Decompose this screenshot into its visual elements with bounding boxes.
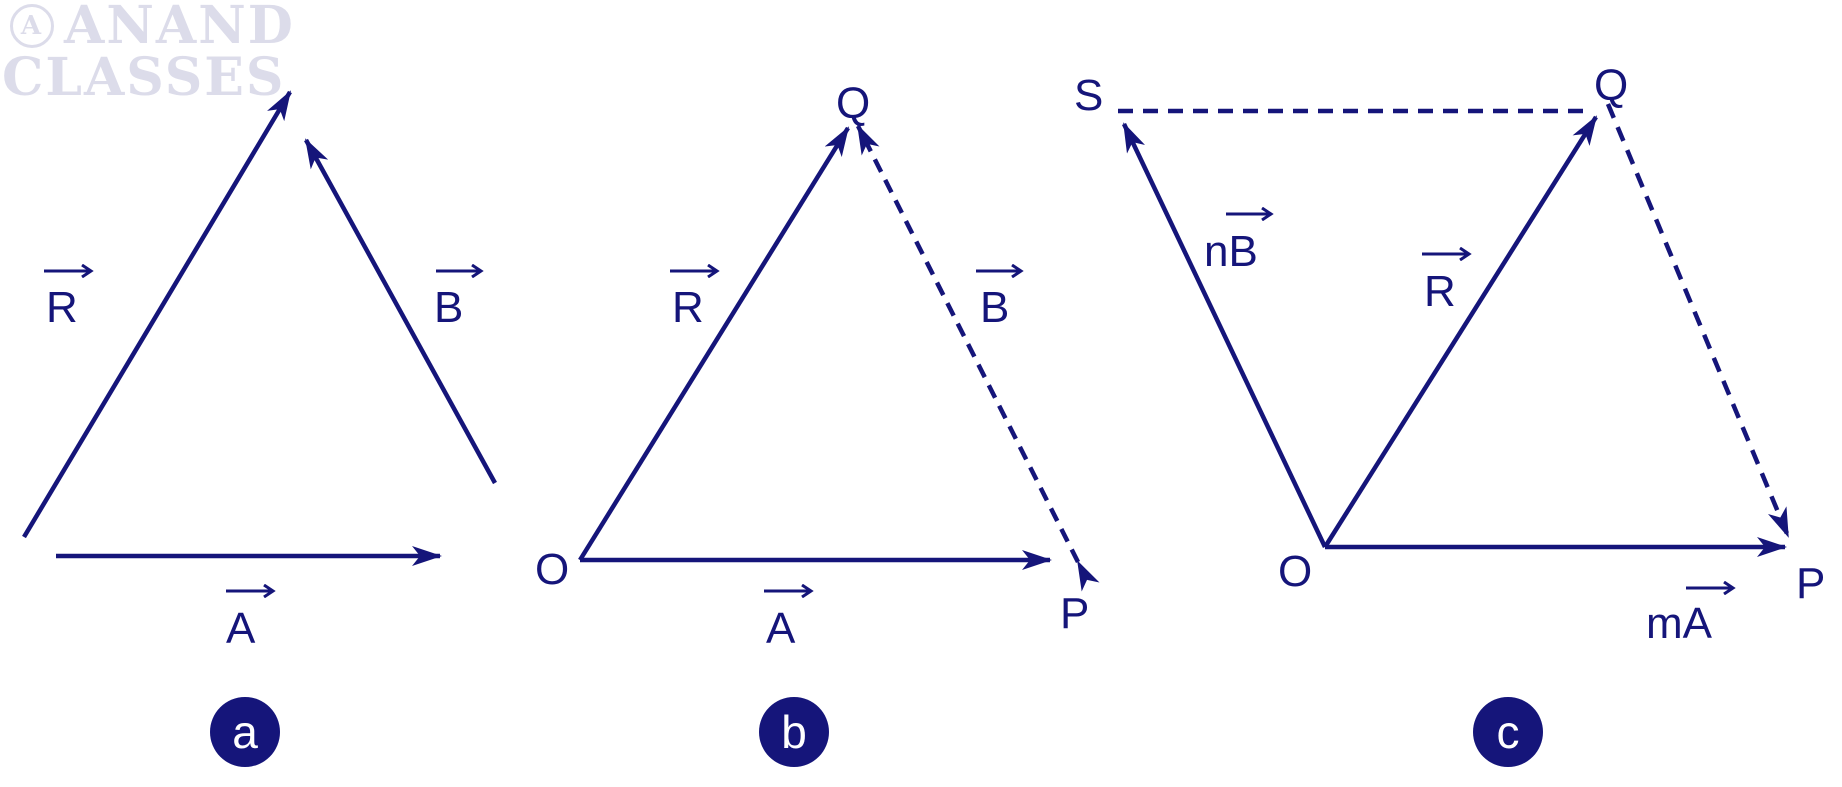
- point-O-label: O: [535, 545, 569, 594]
- vector-label: B: [980, 283, 1009, 332]
- vector-label: A: [226, 604, 256, 653]
- vector-label: nB: [1204, 227, 1258, 276]
- watermark-logo-icon: [10, 4, 54, 48]
- watermark: ANAND CLASSES: [2, 0, 295, 104]
- panel-c-dashed-QP-line: [1605, 103, 1791, 538]
- panel-b-badge: [759, 697, 829, 767]
- panel-a-label-A: A: [226, 591, 264, 653]
- panel-a-label-B: B: [434, 271, 472, 332]
- point-Q-label: Q: [836, 79, 870, 128]
- panel-a-vector-R-arrow: [22, 90, 292, 539]
- panel-b-badge-label: b: [781, 706, 807, 758]
- panel-a-label-R: R: [44, 271, 82, 332]
- panel-c-label-mA: mA: [1646, 588, 1724, 648]
- watermark-line-1: ANAND: [64, 0, 295, 56]
- panel-b: O Q P R B A b: [535, 79, 1100, 767]
- panel-a-badge: [210, 697, 280, 767]
- panel-b-label-B: B: [976, 271, 1012, 332]
- vector-label: R: [672, 283, 704, 332]
- panel-a: R B A a: [22, 90, 497, 767]
- vector-label: R: [46, 283, 78, 332]
- vector-label: mA: [1646, 599, 1713, 648]
- point-P-label: P: [1796, 559, 1825, 608]
- panel-c-label-R: R: [1422, 254, 1460, 316]
- panel-b-vector-R-arrow: [578, 126, 850, 562]
- panel-c-badge: [1473, 697, 1543, 767]
- vector-label: B: [434, 283, 463, 332]
- panel-b-label-A: A: [764, 591, 802, 653]
- vector-label: R: [1424, 267, 1456, 316]
- point-Q-label: Q: [1594, 61, 1628, 110]
- panel-b-vector-B-arrow: [855, 124, 1100, 592]
- panel-c: S Q O P nB R mA c: [1074, 61, 1825, 767]
- point-O-label: O: [1278, 547, 1312, 596]
- panel-c-vector-nB-arrow: [1121, 122, 1328, 548]
- panel-c-badge-label: c: [1497, 706, 1520, 758]
- panel-a-badge-label: a: [232, 706, 258, 758]
- panel-c-vector-R-arrow: [1323, 115, 1598, 549]
- point-S-label: S: [1074, 71, 1103, 120]
- panel-b-label-R: R: [670, 271, 708, 332]
- panel-c-label-nB: nB: [1204, 214, 1262, 276]
- panel-a-vector-B-arrow: [304, 138, 497, 485]
- vector-label: A: [766, 604, 796, 653]
- point-P-label: P: [1060, 589, 1089, 638]
- watermark-line-2: CLASSES: [2, 47, 286, 108]
